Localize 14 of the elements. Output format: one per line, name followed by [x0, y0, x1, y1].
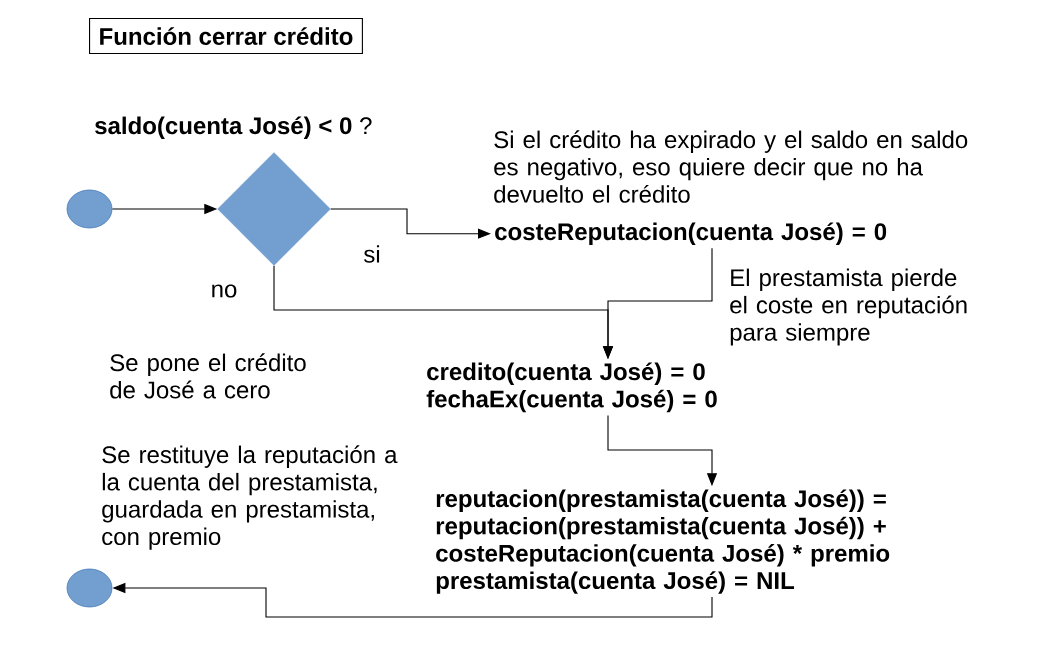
- formula-text: costeReputacion(cuenta José) = 0: [495, 222, 887, 245]
- edge-label: si: [362, 244, 382, 264]
- formula-text: reputacion(prestamista(cuenta José)) = reputacion(prestamista(cuenta José)) + costeReputacion(cuenta José) * premio prestamista(cuenta José) = NIL: [436, 489, 890, 594]
- title-box: Función cerrar crédito: [89, 18, 363, 55]
- end-circle: [66, 568, 113, 608]
- annotation-text: Si el crédito ha expirado y el saldo en saldo es negativo, eso quiere decir que no ha devuelto el crédito: [494, 130, 968, 203]
- note-text: Se restituye la reputación a la cuenta del prestamista, guardada en prestamista, con premio: [102, 445, 398, 550]
- edge-label: no: [209, 283, 239, 299]
- condition-text: saldo(cuenta José) < 0 ?: [95, 116, 372, 139]
- formula-text: credito(cuenta José) = 0 fechaEx(cuenta José) = 0: [426, 362, 717, 413]
- note-text: Se pone el crédito de José a cero: [110, 353, 306, 399]
- connector-arrow: [330, 208, 491, 239]
- annotation-text: El prestamista pierde el coste en reputación para siempre: [730, 268, 967, 346]
- start-circle: [66, 189, 113, 229]
